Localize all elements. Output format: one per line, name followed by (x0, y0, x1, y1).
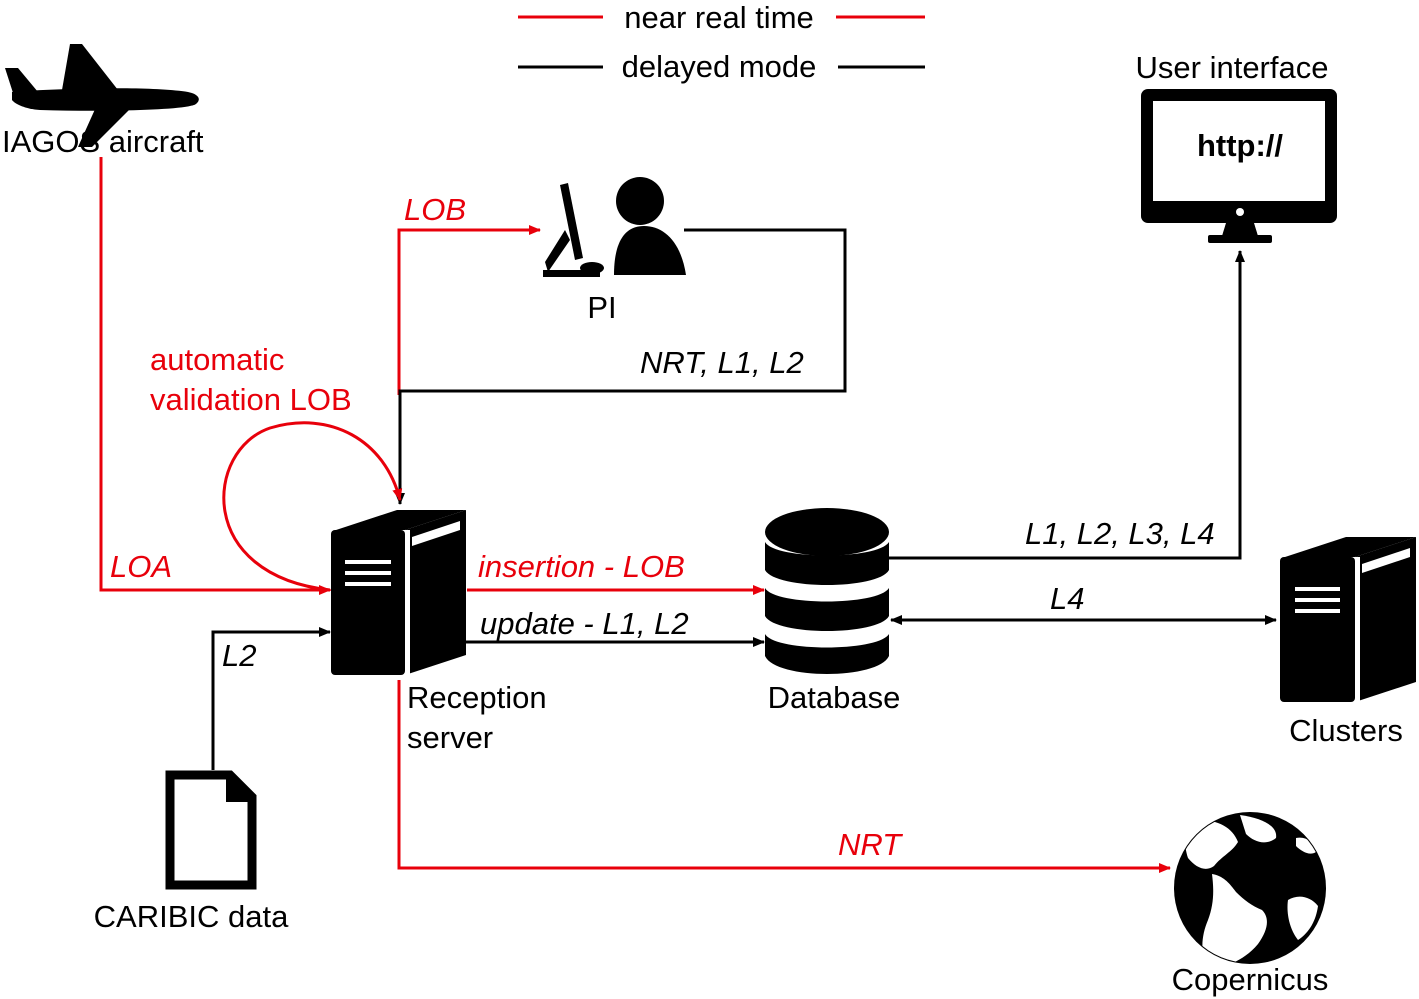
legend-near-real-time: near real time (624, 0, 814, 35)
node-clusters: Clusters (1289, 713, 1403, 748)
edge-label-update: update - L1, L2 (480, 606, 689, 641)
globe-icon (1174, 812, 1326, 964)
node-reception-server-1: Reception (407, 680, 547, 715)
edge-reception-to-copernicus (397, 680, 1171, 873)
monitor-screen-text: http:// (1197, 128, 1283, 163)
edge-automatic-validation-loop (222, 421, 403, 597)
edge-reception-to-pi (397, 225, 541, 395)
monitor-icon (1141, 89, 1337, 243)
node-reception-server-2: server (407, 720, 493, 755)
edge-label-nrt-l1-l2: NRT, L1, L2 (640, 345, 804, 380)
edge-label-nrt: NRT (838, 827, 903, 862)
legend: near real time delayed mode (518, 0, 925, 84)
edge-pi-to-reception (395, 228, 847, 505)
legend-delayed-mode: delayed mode (622, 49, 817, 84)
edge-label-auto-validation-1: automatic (150, 342, 284, 377)
edge-label-l2: L2 (222, 638, 256, 673)
node-iagos-aircraft: IAGOS aircraft (2, 124, 204, 159)
edge-caribic-to-reception (211, 627, 331, 770)
document-icon (165, 770, 257, 890)
server-icon (331, 510, 466, 675)
edge-label-insertion: insertion - LOB (478, 549, 685, 584)
edge-label-lob: LOB (404, 192, 466, 227)
node-database: Database (768, 680, 901, 715)
node-user-interface: User interface (1136, 50, 1329, 85)
server-icon (1280, 537, 1416, 702)
edge-aircraft-to-reception (99, 157, 331, 595)
edge-database-to-ui (888, 250, 1245, 560)
node-caribic-data: CARIBIC data (94, 899, 289, 934)
pi-user-icon (543, 177, 686, 277)
airplane-icon (5, 44, 199, 147)
edge-label-auto-validation-2: validation LOB (150, 382, 352, 417)
edge-label-db-to-ui: L1, L2, L3, L4 (1025, 516, 1215, 551)
node-pi: PI (587, 290, 616, 325)
edge-label-db-clusters: L4 (1050, 581, 1084, 616)
edge-label-loa: LOA (110, 549, 172, 584)
database-icon (765, 508, 889, 674)
node-copernicus: Copernicus (1172, 962, 1329, 997)
